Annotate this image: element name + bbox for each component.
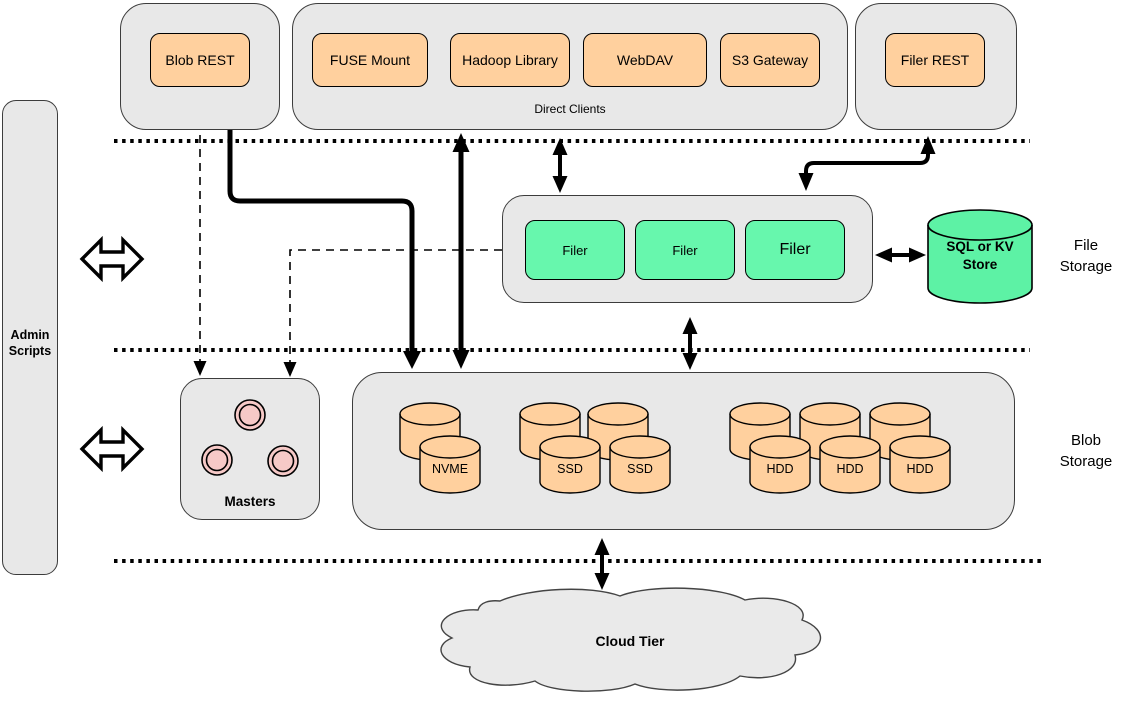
filer-rest-node: Filer REST [885,33,985,87]
cloud-tier-label: Cloud Tier [595,633,665,649]
direct-clients-caption: Direct Clients [534,102,606,116]
filer-2-label: Filer [672,242,698,258]
arrow-filerrest-to-filers [798,136,936,191]
nvme-label: NVME [431,462,469,476]
admin-double-arrow-icon-top [79,235,145,283]
sql-kv-store-label: SQL or KV Store [946,239,1014,272]
filer-node-2: Filer [635,220,735,280]
arrow-clients-to-filers [552,138,568,193]
blob-rest-node: Blob REST [150,33,250,87]
filer-3-label: Filer [779,241,811,258]
admin-scripts-panel [2,100,58,575]
s3-gateway-label: S3 Gateway [731,52,809,68]
blob-storage-tier-label: Blob Storage [1059,431,1113,470]
s3-gateway-node: S3 Gateway [720,33,820,87]
admin-scripts-label: Admin Scripts [8,327,52,358]
arrow-filers-to-sqlstore [875,247,926,263]
dashed-arrow-blobrest-to-masters [193,135,207,376]
arrow-filers-to-blobstorage [682,317,698,370]
blob-storage-container [352,372,1015,530]
webdav-node: WebDAV [583,33,707,87]
hdd-label: HDD [766,462,794,476]
webdav-label: WebDAV [616,52,674,68]
arrow-blobstorage-to-cloud [594,538,610,590]
masters-label: Masters [224,493,276,509]
arrow-clients-to-blobstorage [452,133,470,369]
admin-double-arrow-icon-bottom [79,425,145,473]
hadoop-library-node: Hadoop Library [450,33,570,87]
filer-node-1: Filer [525,220,625,280]
ssd-label: SSD [627,462,653,476]
fuse-mount-label: FUSE Mount [329,52,411,68]
file-storage-tier-label: File Storage [1059,236,1113,275]
filer-node-3: Filer [745,220,845,280]
arrow-blobrest-to-blobstorage [227,130,421,369]
hdd-label: HDD [836,462,864,476]
filer-rest-label: Filer REST [900,52,970,68]
filer-1-label: Filer [562,242,588,258]
blob-rest-label: Blob REST [165,52,235,68]
dashed-arrow-filer-to-masters [283,249,502,377]
fuse-mount-node: FUSE Mount [312,33,428,87]
hadoop-library-label: Hadoop Library [462,52,558,68]
hdd-label: HDD [906,462,934,476]
ssd-label: SSD [557,462,583,476]
